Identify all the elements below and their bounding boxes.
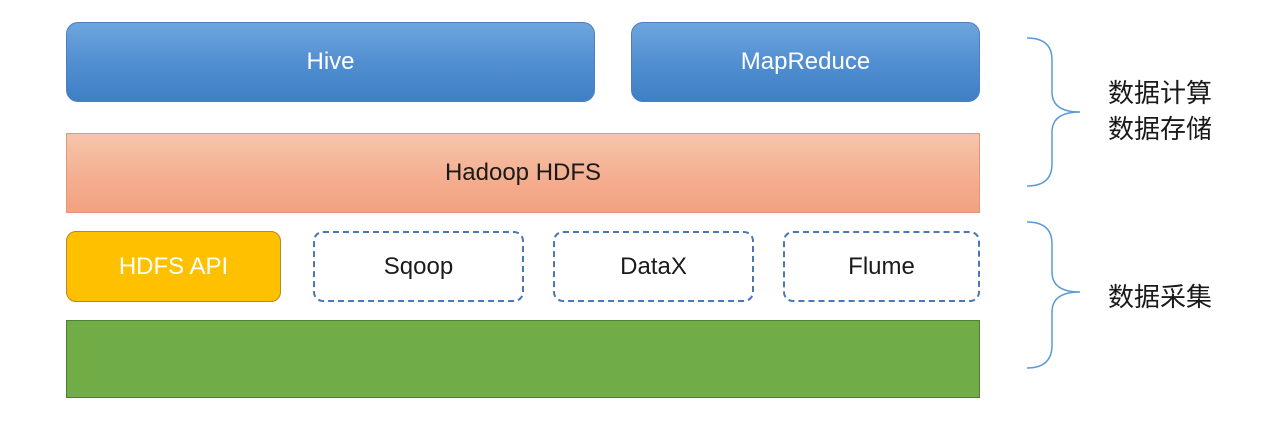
hive-box: Hive bbox=[66, 22, 595, 102]
datax-box: DataX bbox=[553, 231, 754, 302]
sqoop-label: Sqoop bbox=[383, 252, 454, 280]
compute-annotation-line: 数据计算 bbox=[1108, 79, 1213, 109]
storage-annotation-line: 数据存储 bbox=[1108, 115, 1213, 145]
compute-storage-brace bbox=[1026, 37, 1081, 187]
mapreduce-box: MapReduce bbox=[631, 22, 980, 102]
bottom-layer-box bbox=[66, 320, 980, 398]
mapreduce-label: MapReduce bbox=[740, 48, 871, 75]
collection-annotation: 数据采集 bbox=[1108, 280, 1212, 316]
compute-storage-annotation: 数据计算 数据存储 bbox=[1108, 76, 1212, 148]
flume-box: Flume bbox=[783, 231, 980, 302]
hdfs-api-label: HDFS API bbox=[118, 252, 229, 280]
datax-label: DataX bbox=[620, 252, 687, 280]
hadoop-hdfs-label: Hadoop HDFS bbox=[444, 159, 602, 186]
hadoop-hdfs-box: Hadoop HDFS bbox=[66, 133, 980, 213]
hdfs-api-box: HDFS API bbox=[66, 231, 281, 302]
collection-brace bbox=[1026, 221, 1081, 369]
collection-annotation-line: 数据采集 bbox=[1108, 283, 1213, 313]
sqoop-box: Sqoop bbox=[313, 231, 524, 302]
hive-label: Hive bbox=[306, 48, 355, 75]
flume-label: Flume bbox=[848, 252, 915, 280]
